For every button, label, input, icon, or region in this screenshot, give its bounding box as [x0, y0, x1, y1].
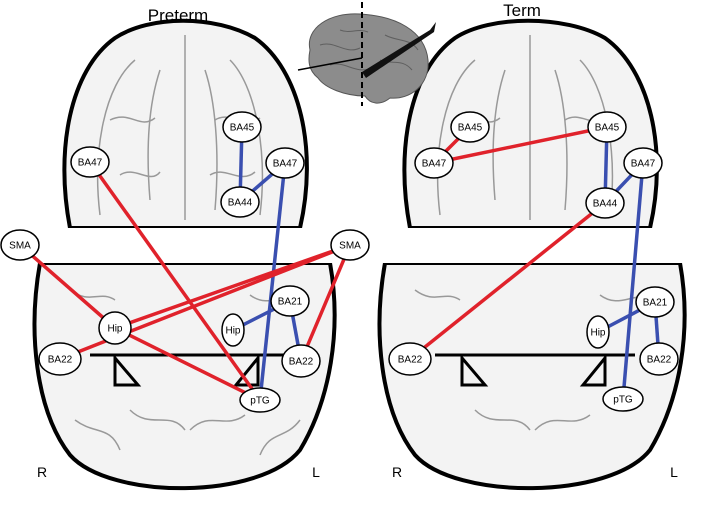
preterm-left-hemisphere-label: L [312, 464, 320, 480]
term-node-BA47R: BA47 [414, 147, 454, 179]
preterm-node-BA45L: BA45 [222, 111, 262, 143]
preterm-node-pTGL: pTG [239, 387, 281, 413]
term-node-BA45R: BA45 [450, 111, 490, 143]
node-label: BA47 [273, 159, 298, 170]
node-ellipse [587, 111, 627, 143]
preterm-node-BA47R: BA47 [70, 146, 110, 178]
node-ellipse [220, 186, 260, 218]
node-label: BA47 [631, 159, 656, 170]
node-label: pTG [613, 395, 633, 406]
preterm-node-HipR: Hip [98, 311, 132, 345]
node-ellipse [265, 147, 305, 179]
node-label: BA22 [289, 357, 314, 368]
preterm-node-SMAL: SMA [330, 229, 370, 261]
term-node-BA47L: BA47 [623, 147, 663, 179]
preterm-node-BA44L: BA44 [220, 186, 260, 218]
node-label: BA44 [593, 199, 618, 210]
preterm-axial-slice [62, 18, 309, 228]
node-ellipse [239, 387, 281, 413]
node-label: BA45 [458, 123, 483, 134]
node-label: Hip [107, 324, 122, 335]
node-ellipse [330, 229, 370, 261]
preterm-edge-HipR-pTGL [114, 326, 261, 402]
preterm-node-BA21L: BA21 [270, 285, 310, 317]
term-node-BA45L: BA45 [587, 111, 627, 143]
preterm-node-BA22L: BA22 [281, 344, 321, 378]
node-label: BA22 [398, 355, 423, 366]
node-label: BA45 [595, 123, 620, 134]
node-ellipse [585, 187, 625, 219]
term-node-HipL: Hip [586, 315, 610, 349]
node-ellipse [639, 342, 679, 376]
node-label: BA45 [230, 123, 255, 134]
node-ellipse [38, 342, 82, 376]
term-node-pTGL: pTG [602, 386, 644, 412]
preterm-node-SMAR: SMA [0, 229, 40, 261]
term-coronal-slice [377, 263, 687, 491]
term-node-BA22R: BA22 [388, 342, 432, 376]
term-right-hemisphere-label: R [392, 464, 402, 480]
term-node-BA44L: BA44 [585, 187, 625, 219]
node-ellipse [222, 111, 262, 143]
preterm-node-BA22R: BA22 [38, 342, 82, 376]
node-ellipse [281, 344, 321, 378]
node-ellipse [586, 315, 610, 349]
preterm-edge-BA47R-pTGL [88, 160, 262, 402]
term-node-BA22L: BA22 [639, 342, 679, 376]
node-label: BA21 [643, 298, 668, 309]
node-label: BA22 [48, 355, 73, 366]
node-label: BA47 [78, 158, 103, 169]
node-label: BA22 [647, 355, 672, 366]
node-ellipse [388, 342, 432, 376]
node-ellipse [623, 147, 663, 179]
node-label: SMA [339, 241, 361, 252]
term-edge-BA47R-BA45L [433, 125, 608, 165]
preterm-node-HipL: Hip [221, 313, 245, 347]
node-ellipse [98, 311, 132, 345]
node-label: BA44 [228, 198, 253, 209]
term-axial-slice [402, 18, 659, 228]
node-label: SMA [9, 241, 31, 252]
node-ellipse [70, 146, 110, 178]
preterm-title: Preterm [148, 6, 208, 25]
node-ellipse [221, 313, 245, 347]
preterm-edge-SMAR-HipR [18, 243, 117, 330]
node-label: pTG [250, 396, 270, 407]
preterm-edge-SMAL-BA22L [299, 244, 352, 362]
node-label: Hip [225, 326, 240, 337]
node-label: Hip [590, 328, 605, 339]
term-edge-BA44L-BA22R [408, 201, 607, 361]
node-ellipse [270, 285, 310, 317]
term-edge-BA47L-pTGL [621, 162, 645, 400]
term-title: Term [503, 1, 541, 20]
node-label: BA47 [422, 159, 447, 170]
node-ellipse [0, 229, 40, 261]
node-ellipse [602, 386, 644, 412]
preterm-right-hemisphere-label: R [37, 464, 47, 480]
preterm-edge-BA47L-pTGL [258, 162, 287, 401]
preterm-node-BA47L: BA47 [265, 147, 305, 179]
brain-3d-sagittal-icon [297, 2, 436, 106]
node-ellipse [635, 286, 675, 318]
node-ellipse [414, 147, 454, 179]
node-label: BA21 [278, 297, 303, 308]
node-ellipse [450, 111, 490, 143]
term-left-hemisphere-label: L [670, 464, 678, 480]
term-node-BA21L: BA21 [635, 286, 675, 318]
